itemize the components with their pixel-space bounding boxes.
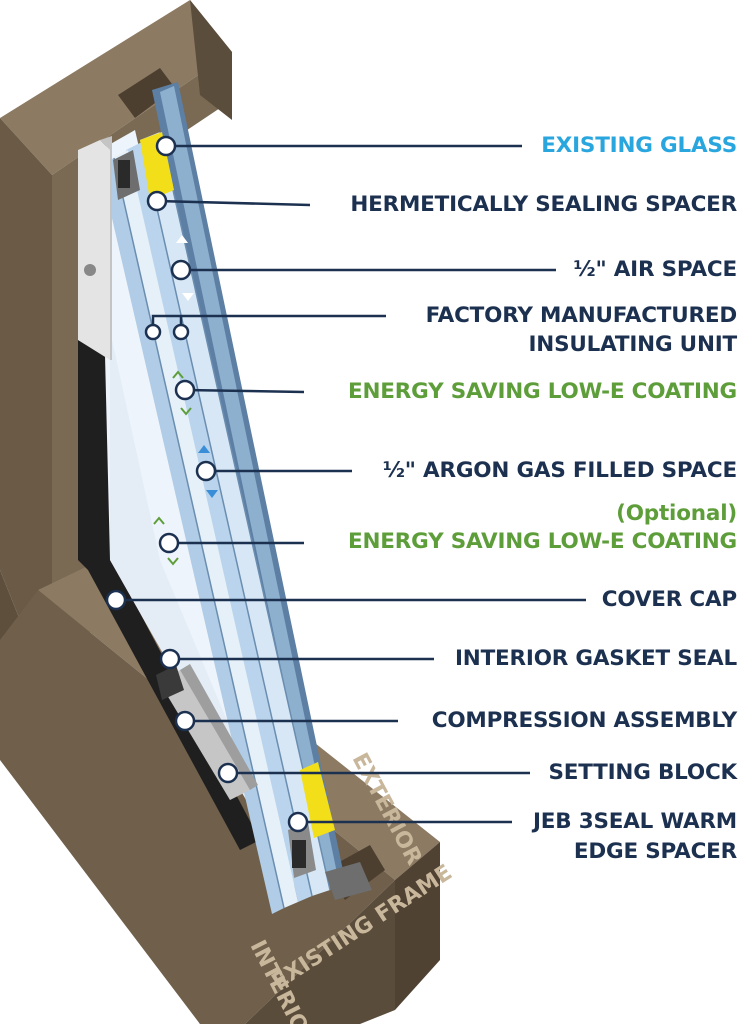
label-hermetic-spacer: HERMETICALLY SEALING SPACER [350, 193, 737, 217]
label-jeb-line1: JEB 3SEAL WARM [533, 810, 737, 834]
callout-dot [157, 137, 175, 155]
label-interior-gasket-seal: INTERIOR GASKET SEAL [455, 647, 737, 671]
label-optional: (Optional) [616, 502, 737, 526]
setting-block-shape [292, 840, 306, 868]
callout-dot [146, 325, 160, 339]
callout-dot [107, 591, 125, 609]
callout-dot [161, 650, 179, 668]
callout-dot [148, 192, 166, 210]
label-jeb-line2: EDGE SPACER [574, 840, 737, 864]
callout-dot [160, 534, 178, 552]
label-cover-cap: COVER CAP [602, 588, 737, 612]
label-existing-glass: EXISTING GLASS [541, 134, 737, 158]
callout-dot [219, 764, 237, 782]
label-factory-unit-line2: INSULATING UNIT [528, 333, 737, 357]
label-low-e-coating-optional: ENERGY SAVING LOW-E COATING [348, 530, 737, 554]
callout-dot [172, 261, 190, 279]
callout-dot [289, 813, 307, 831]
callout-dot [176, 381, 194, 399]
interior-stop-top [78, 136, 112, 360]
label-low-e-coating: ENERGY SAVING LOW-E COATING [348, 380, 737, 404]
label-compression-assembly: COMPRESSION ASSEMBLY [432, 709, 737, 733]
label-argon-space: ½" ARGON GAS FILLED SPACE [383, 459, 737, 483]
fastener-icon [84, 264, 96, 276]
callout-dot [174, 325, 188, 339]
label-air-space: ½" AIR SPACE [573, 258, 737, 282]
callout-dot [197, 462, 215, 480]
label-setting-block: SETTING BLOCK [548, 761, 737, 785]
label-factory-unit-line1: FACTORY MANUFACTURED [426, 304, 737, 328]
callout-dot [176, 712, 194, 730]
